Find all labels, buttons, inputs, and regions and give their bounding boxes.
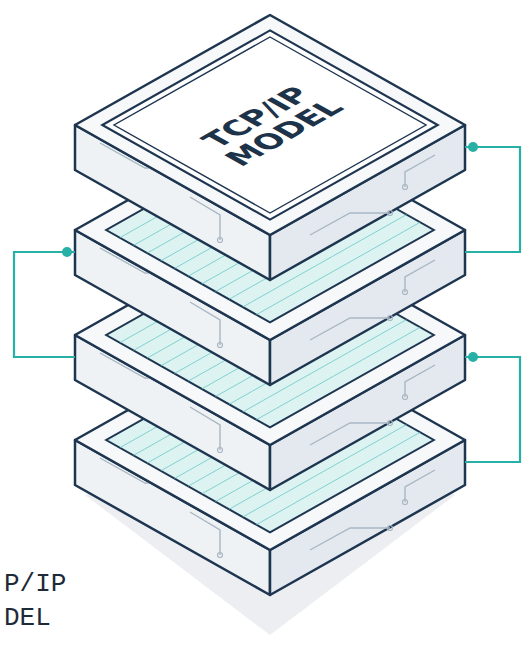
wire-dot — [468, 142, 478, 152]
side-wire — [465, 357, 520, 462]
wire-dot — [62, 247, 72, 257]
side-wire — [465, 147, 520, 252]
caption-fragment: P/IP — [4, 570, 66, 599]
caption-fragment: DEL — [4, 604, 51, 633]
stack-layer — [75, 15, 465, 280]
side-wire — [14, 252, 75, 357]
wire-dot — [468, 352, 478, 362]
